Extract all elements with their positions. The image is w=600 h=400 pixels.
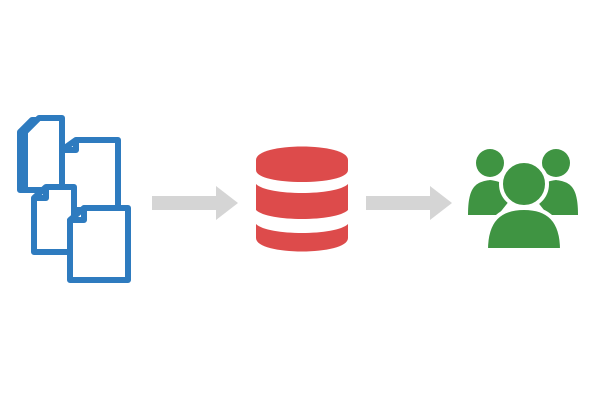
database-top-disk: [256, 146, 348, 182]
arrow-right-icon: [366, 186, 452, 220]
database-icon: [256, 146, 348, 252]
user-head-left: [476, 149, 504, 177]
users-icon: [468, 149, 578, 252]
document-page-5: [67, 205, 131, 283]
database-middle-disk: [256, 184, 348, 219]
arrow-head: [430, 186, 452, 220]
documents-icon: [17, 115, 131, 283]
user-body-front: [483, 205, 565, 252]
document-page-4: [31, 184, 77, 255]
arrow-head: [216, 186, 238, 220]
arrow-right-icon: [152, 186, 238, 220]
database-bottom-disk: [256, 224, 348, 252]
arrow-shaft: [366, 196, 430, 210]
arrow-shaft: [152, 196, 216, 210]
user-head-front: [499, 159, 549, 209]
user-head-right: [542, 149, 570, 177]
document-page-2: [22, 115, 65, 193]
